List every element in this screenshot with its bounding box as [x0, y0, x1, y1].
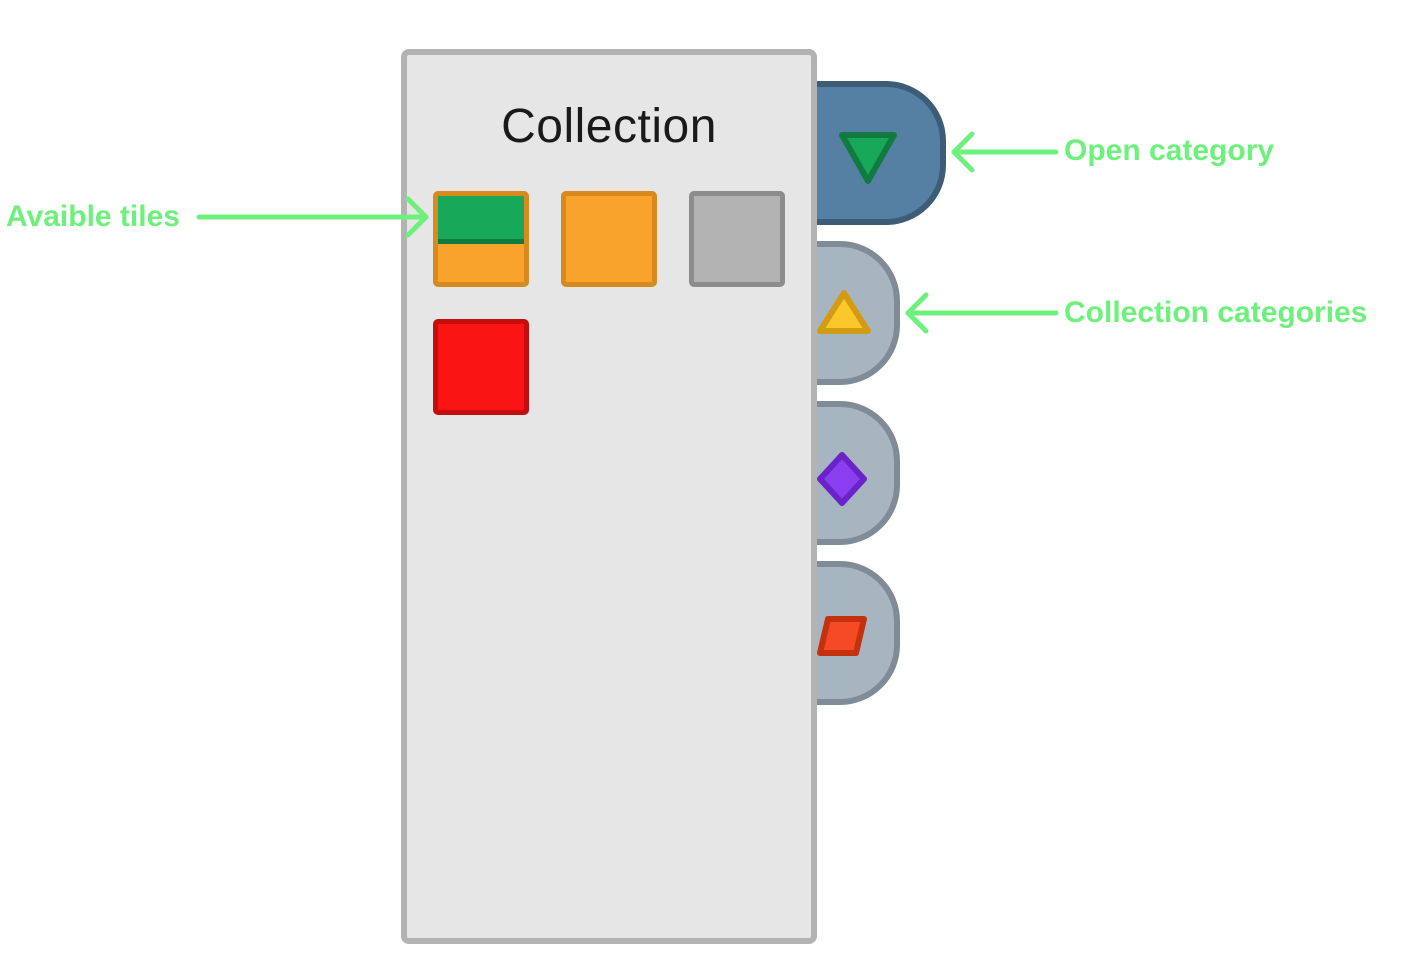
open-category-label: Open category	[1064, 134, 1275, 167]
available-tiles-label: Avaible tiles	[6, 200, 180, 233]
open-category-arrow	[951, 131, 1059, 173]
red-tile[interactable]	[433, 319, 529, 415]
category-tab-parallelogram[interactable]	[810, 561, 900, 705]
category-tab-open[interactable]	[810, 81, 946, 225]
collection-categories-label: Collection categories	[1064, 296, 1368, 329]
split-tile[interactable]	[433, 191, 529, 287]
panel-title: Collection	[501, 100, 717, 153]
available-tiles-arrow	[196, 196, 429, 238]
gray-tile[interactable]	[689, 191, 785, 287]
collection-panel: Collection	[401, 49, 817, 944]
orange-tile[interactable]	[561, 191, 657, 287]
red-parallelogram-icon	[817, 616, 867, 656]
collection-categories-arrow	[905, 292, 1059, 334]
category-tab-diamond[interactable]	[810, 401, 900, 545]
split-tile-top	[438, 196, 524, 244]
category-tab-triangle[interactable]	[810, 241, 900, 385]
purple-diamond-icon	[817, 452, 867, 506]
green-down-triangle-icon	[839, 132, 897, 184]
yellow-up-triangle-icon	[817, 290, 871, 334]
